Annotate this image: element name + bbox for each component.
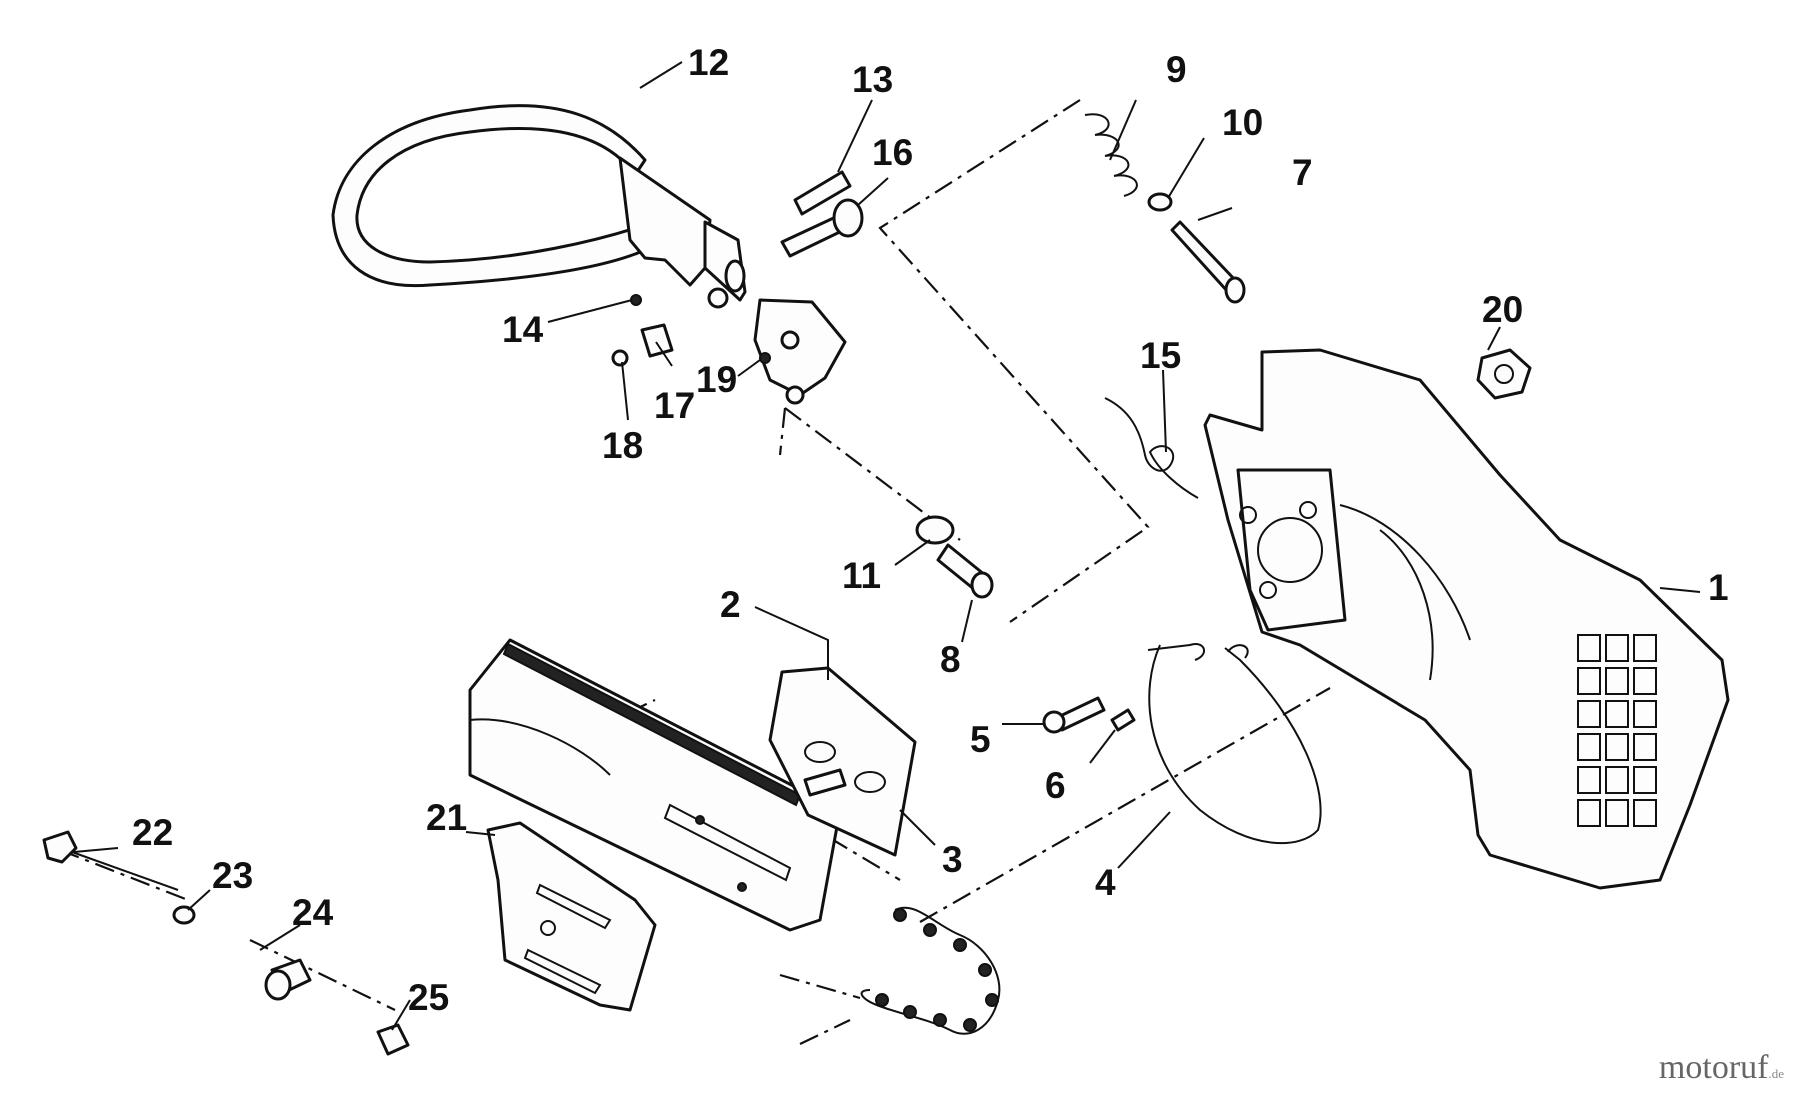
nut bbox=[1476, 348, 1532, 400]
handle-bolts bbox=[780, 170, 864, 258]
callout-9: 9 bbox=[1166, 49, 1187, 90]
leader-lines bbox=[73, 61, 1701, 1031]
callout-14: 14 bbox=[502, 309, 544, 350]
callout-18: 18 bbox=[602, 425, 643, 466]
callout-labels: 1 2 3 4 5 6 7 8 9 10 11 12 13 14 15 16 1… bbox=[132, 42, 1729, 1018]
bar-plate-inner bbox=[486, 821, 657, 1012]
callout-2: 2 bbox=[720, 584, 741, 625]
guide-bar bbox=[468, 638, 842, 932]
sprocket-cover bbox=[1203, 348, 1730, 890]
watermark-tld: .de bbox=[1768, 1066, 1784, 1081]
brake-band bbox=[1042, 643, 1322, 845]
spring-assembly bbox=[1084, 113, 1246, 304]
callout-7: 7 bbox=[1292, 152, 1313, 193]
adjuster bbox=[915, 515, 994, 599]
watermark-brand: motoruf bbox=[1658, 1049, 1769, 1086]
cover-vent-grid bbox=[1577, 634, 1657, 827]
callout-16: 16 bbox=[872, 132, 913, 173]
callout-6: 6 bbox=[1045, 765, 1066, 806]
saw-chain bbox=[860, 906, 1001, 1035]
callout-25: 25 bbox=[408, 977, 449, 1018]
bracket bbox=[753, 298, 847, 405]
callout-23: 23 bbox=[212, 855, 253, 896]
callout-3: 3 bbox=[942, 839, 963, 880]
watermark: motoruf.de bbox=[1659, 1049, 1784, 1087]
callout-13: 13 bbox=[852, 59, 893, 100]
callout-20: 20 bbox=[1482, 289, 1523, 330]
tensioner-parts bbox=[42, 830, 410, 1056]
callout-15: 15 bbox=[1140, 335, 1181, 376]
callout-8: 8 bbox=[940, 639, 961, 680]
callout-11: 11 bbox=[842, 555, 881, 596]
callout-1: 1 bbox=[1708, 567, 1729, 608]
callout-4: 4 bbox=[1095, 862, 1116, 903]
small-hardware bbox=[611, 287, 729, 367]
callout-21: 21 bbox=[426, 797, 467, 838]
callout-12: 12 bbox=[688, 42, 729, 83]
callout-5: 5 bbox=[970, 719, 991, 760]
front-handle bbox=[331, 104, 747, 302]
callout-24: 24 bbox=[292, 892, 334, 933]
callout-19: 19 bbox=[696, 359, 737, 400]
callout-22: 22 bbox=[132, 812, 173, 853]
spring-clip bbox=[1104, 397, 1199, 499]
callout-10: 10 bbox=[1222, 102, 1263, 143]
callout-17: 17 bbox=[654, 385, 695, 426]
